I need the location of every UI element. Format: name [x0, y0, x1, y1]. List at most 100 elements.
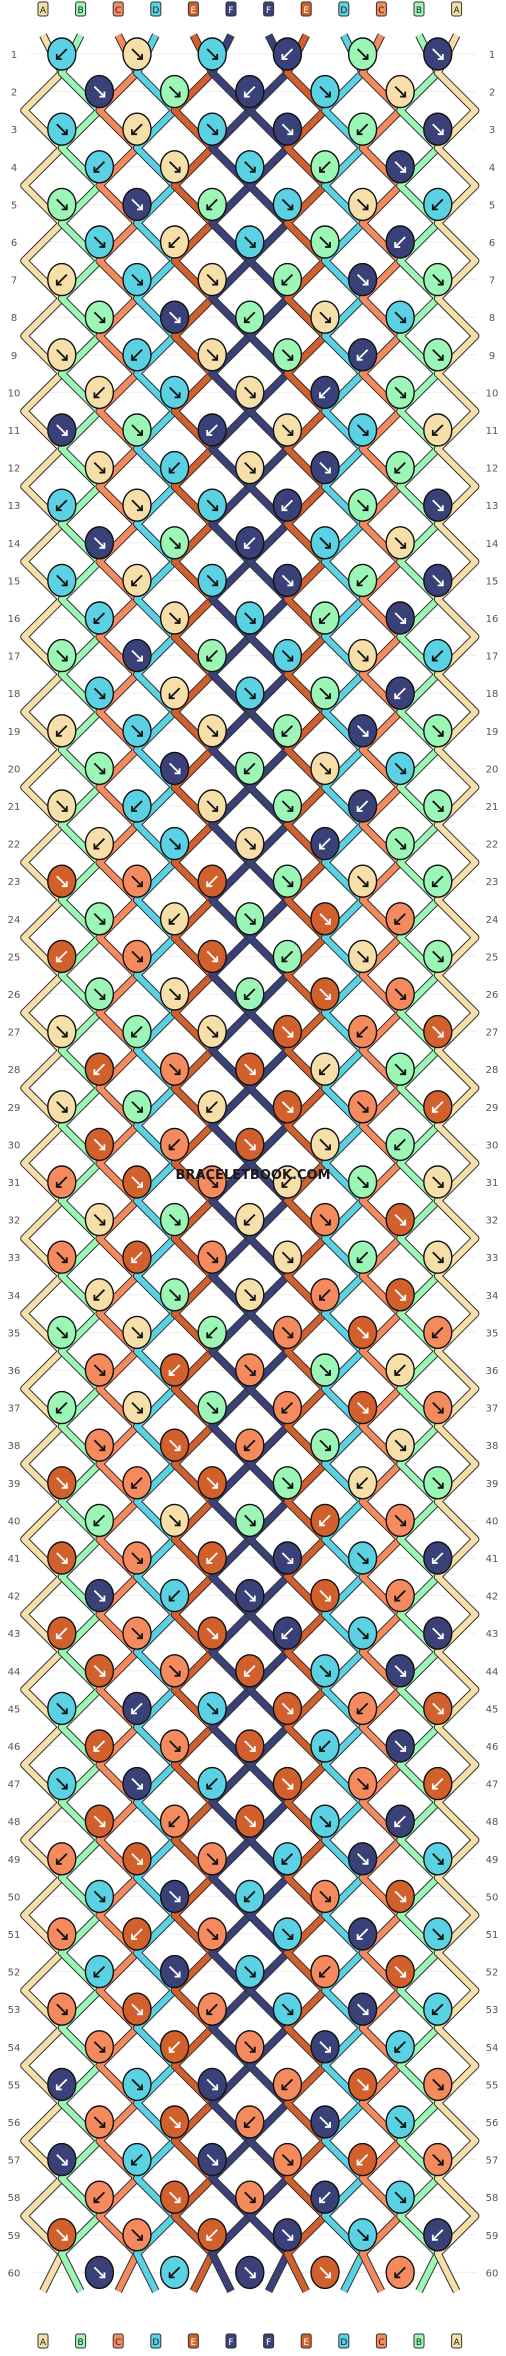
knot — [235, 2105, 265, 2139]
row-number-left: 30 — [8, 1140, 21, 1151]
knot — [159, 526, 190, 560]
knot-arrow-icon — [206, 1702, 218, 1715]
knot-arrow-icon — [244, 687, 256, 699]
knot — [159, 2105, 190, 2139]
knot-arrow-icon — [394, 762, 406, 775]
strand-outline — [358, 33, 405, 2293]
row-number-left: 1 — [11, 50, 17, 61]
knot-arrow-icon — [319, 837, 331, 850]
knot — [84, 1428, 115, 1462]
knot — [159, 826, 190, 861]
knot-arrow-icon — [168, 913, 181, 925]
knot — [423, 1691, 453, 1726]
knot-arrow-icon — [319, 2266, 331, 2279]
knot — [159, 450, 190, 485]
knot — [197, 1616, 227, 1650]
row-number-left: 27 — [8, 1028, 21, 1039]
knot-arrow-icon — [356, 48, 369, 60]
strand-F-path — [246, 33, 291, 2293]
knot — [423, 1541, 453, 1575]
knot-arrow-icon — [131, 950, 143, 963]
knot — [310, 375, 340, 410]
strand-tab-top — [150, 1, 162, 17]
knot — [47, 563, 77, 598]
knot-arrow-icon — [131, 48, 143, 60]
knot-arrow-icon — [244, 1890, 256, 1903]
knot — [159, 1879, 190, 1914]
knot — [84, 2105, 115, 2139]
knot — [385, 2180, 415, 2214]
knot — [159, 902, 190, 936]
row-number-left: 11 — [8, 426, 21, 437]
row-number-left: 35 — [8, 1328, 21, 1339]
knot-arrow-icon — [356, 2153, 369, 2166]
knot — [272, 638, 303, 673]
knot — [235, 751, 265, 786]
knot-arrow-icon — [244, 1815, 256, 1827]
knot-arrow-icon — [244, 537, 256, 549]
knot — [159, 1578, 190, 1613]
knot — [310, 1729, 340, 1763]
knot — [347, 563, 378, 598]
knot-arrow-icon — [206, 273, 218, 286]
knot — [159, 601, 190, 635]
knot-arrow-icon — [93, 1589, 106, 1602]
knot-arrow-icon — [56, 1777, 68, 1790]
knot-arrow-icon — [206, 649, 218, 662]
knot — [122, 1240, 152, 1274]
knot — [423, 2218, 453, 2252]
row-number-right: 50 — [486, 1892, 499, 1903]
knot — [197, 262, 227, 297]
strand-tab-top — [300, 1, 312, 17]
knot — [385, 1428, 415, 1462]
knot — [423, 1390, 453, 1425]
knot-arrow-icon — [56, 1477, 68, 1489]
knot — [272, 187, 303, 222]
knot — [423, 714, 453, 748]
knot — [84, 751, 115, 786]
row-number-right: 60 — [486, 2268, 499, 2279]
knot-arrow-icon — [168, 85, 181, 98]
knot — [423, 262, 453, 297]
knot — [385, 526, 415, 560]
knot-arrow-icon — [56, 123, 68, 135]
knot-arrow-icon — [394, 1364, 406, 1376]
strand-tab-top — [37, 1, 49, 17]
strand-tab-bottom — [300, 2333, 312, 2349]
knot-arrow-icon — [244, 612, 256, 624]
knot-arrow-icon — [432, 349, 444, 361]
knot-arrow-icon — [168, 837, 181, 850]
knot — [159, 225, 190, 259]
knot — [347, 488, 378, 522]
knot-arrow-icon — [394, 1138, 406, 1151]
knot-arrow-icon — [93, 913, 106, 925]
knot — [47, 1691, 77, 1726]
row-number-right: 9 — [489, 351, 495, 362]
knot-arrow-icon — [244, 837, 256, 850]
row-number-left: 51 — [8, 1930, 21, 1941]
knot-arrow-icon — [206, 1326, 218, 1339]
knot — [235, 1654, 265, 1688]
strand-B-path — [397, 33, 441, 2293]
knot-arrow-icon — [93, 537, 106, 549]
knot — [385, 1954, 415, 1989]
row-number-right: 38 — [486, 1441, 499, 1452]
knot-arrow-icon — [168, 988, 181, 1000]
knot-arrow-icon — [319, 687, 331, 699]
strand-letter: B — [78, 6, 84, 16]
knot — [347, 864, 378, 898]
knot-arrow-icon — [281, 574, 294, 587]
knot-arrow-icon — [281, 725, 294, 737]
row-number-right: 51 — [486, 1930, 499, 1941]
knot-arrow-icon — [131, 800, 143, 812]
row-number-right: 53 — [486, 2005, 499, 2016]
knot-arrow-icon — [206, 1552, 218, 1564]
knot-arrow-icon — [93, 687, 106, 699]
knot — [84, 526, 115, 560]
row-number-left: 53 — [8, 2005, 21, 2016]
knot-arrow-icon — [319, 236, 331, 248]
knot — [47, 187, 77, 222]
knot-arrow-icon — [131, 1702, 143, 1715]
strand-segments — [20, 33, 480, 2293]
knot — [197, 413, 227, 447]
